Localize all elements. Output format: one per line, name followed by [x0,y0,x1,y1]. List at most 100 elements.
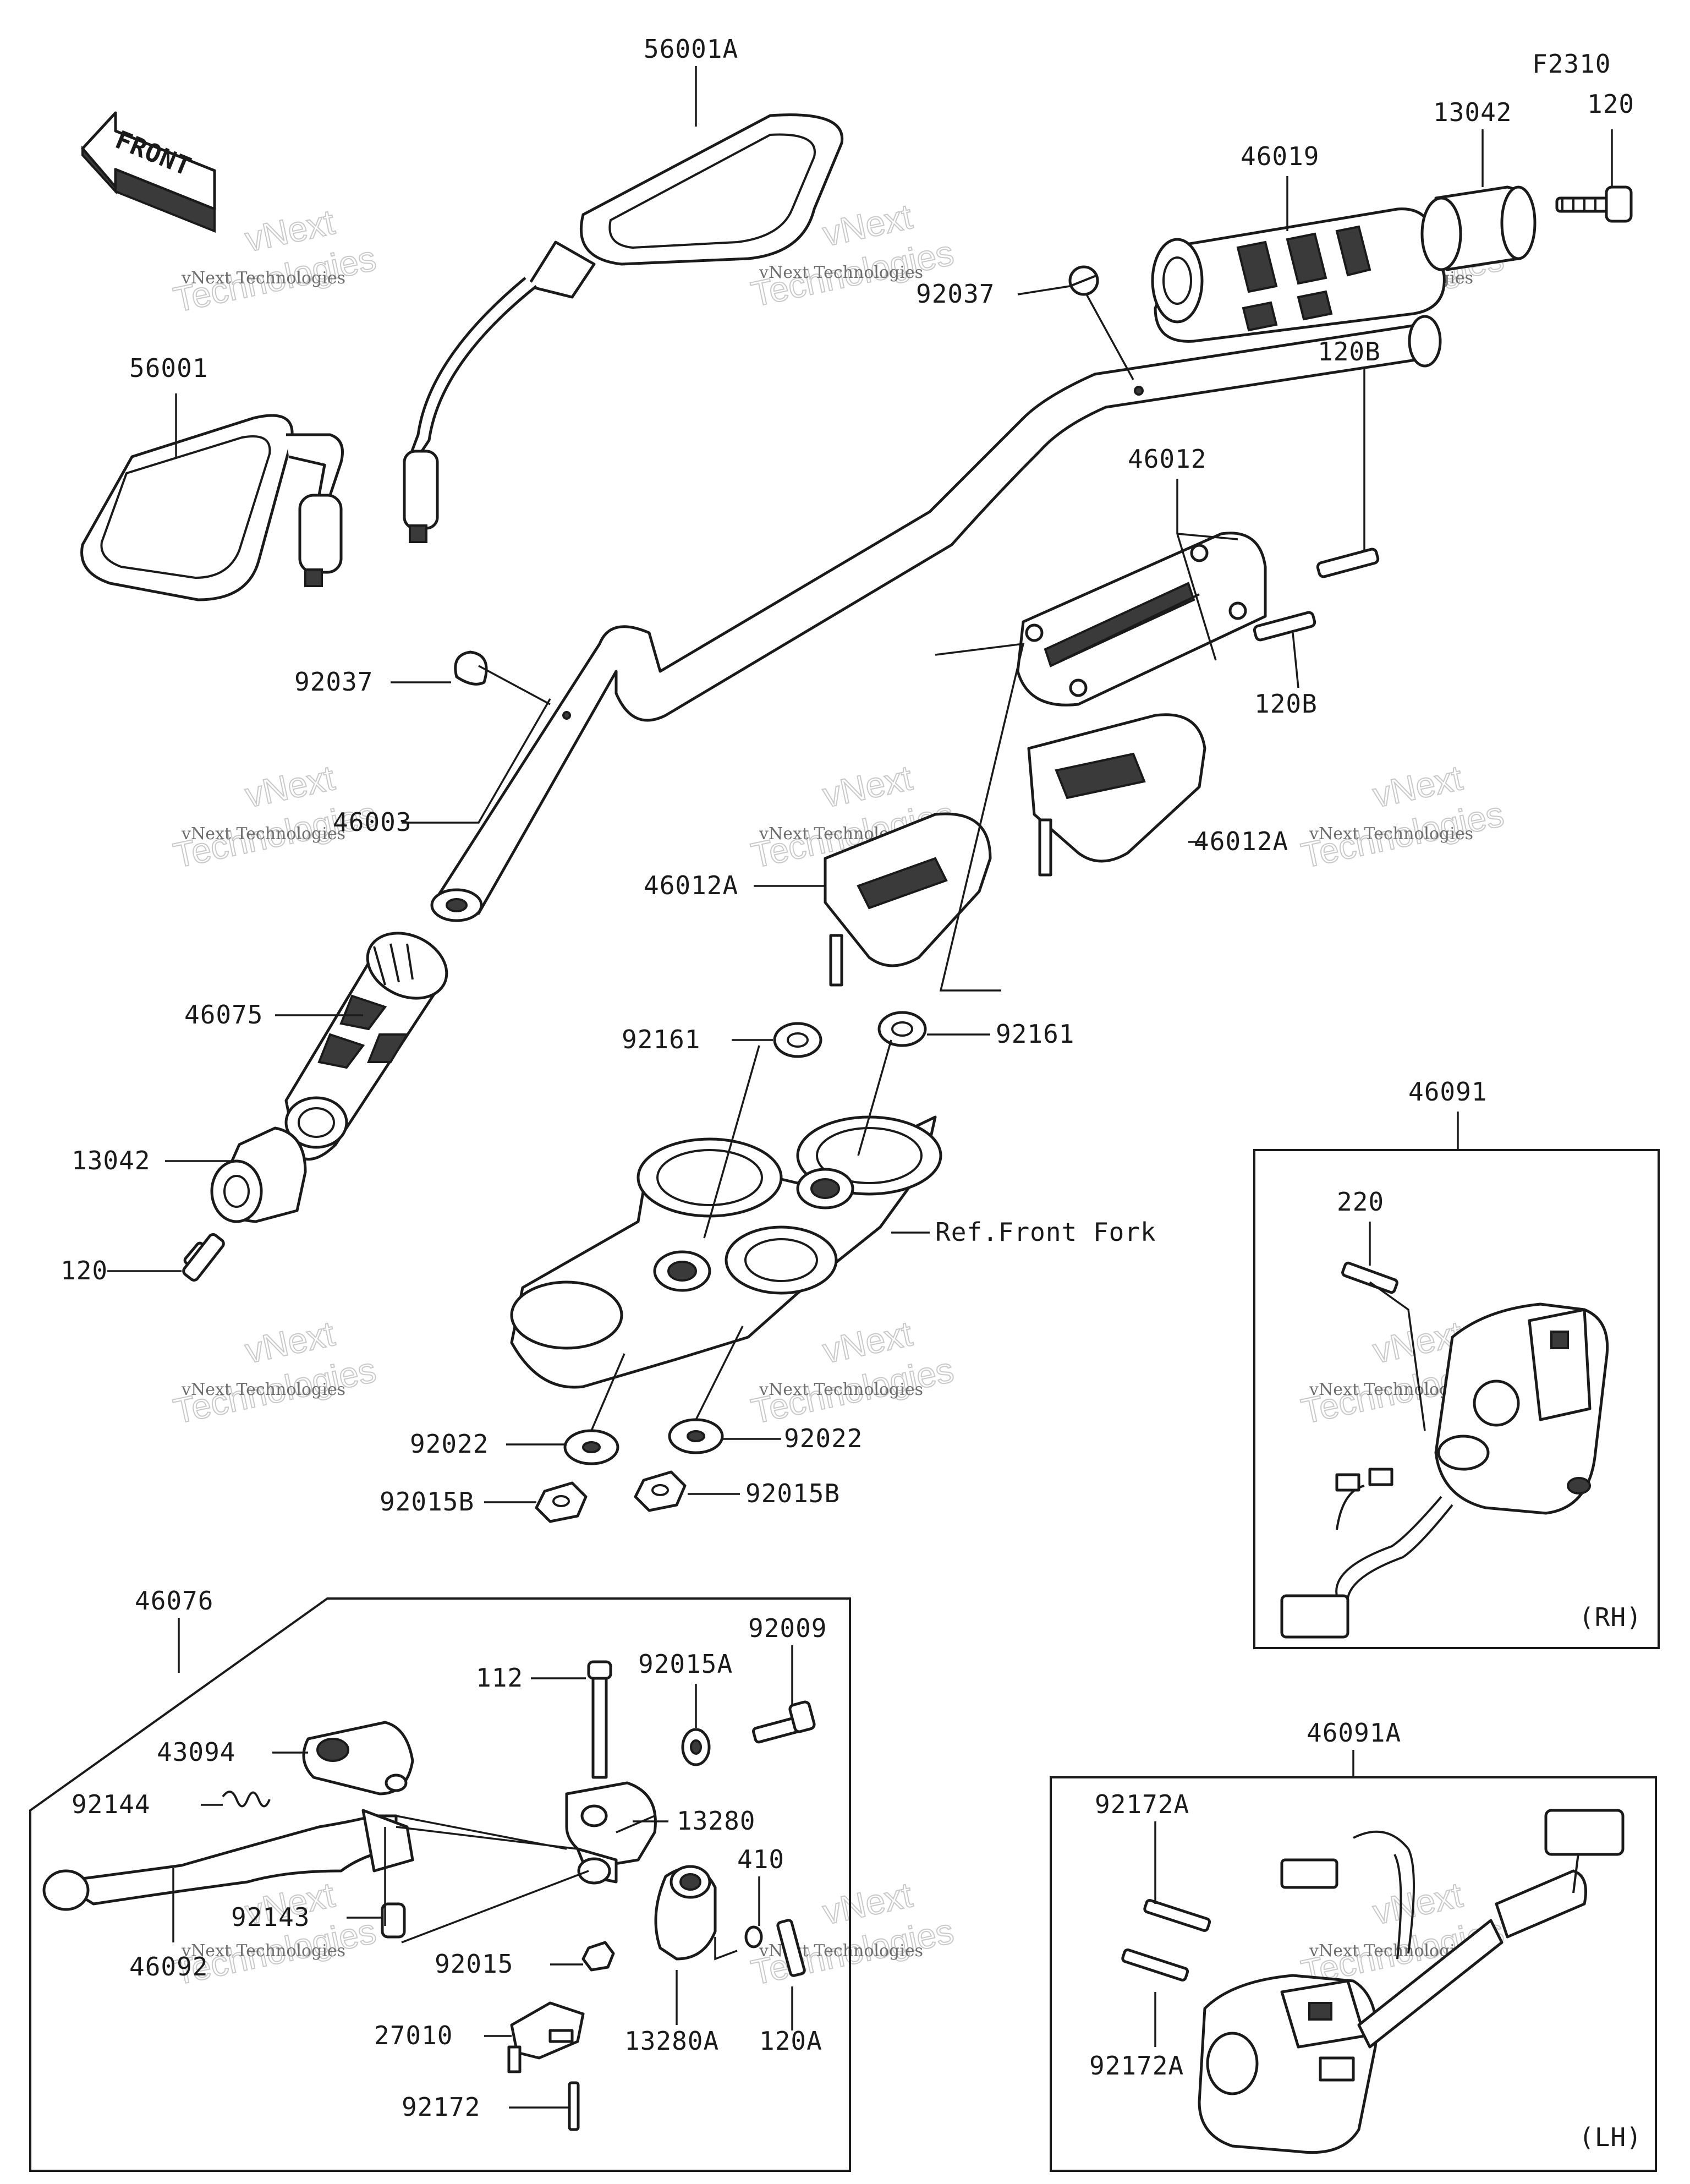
callout-46091A: 46091A [1307,1718,1401,1748]
adjuster-43094[interactable] [302,1721,414,1796]
watermark-caption: vNext Technologies [759,1380,923,1399]
screw-92172[interactable] [568,2081,580,2131]
watermark-caption: vNext Technologies [181,269,345,288]
mirror-left[interactable] [80,414,344,601]
callout-46019: 46019 [1241,141,1319,171]
nut-92015[interactable] [581,1941,615,1972]
mirror-right[interactable] [403,113,844,543]
callout-46092: 46092 [129,1952,208,1982]
front-arrow-icon: FRONT [81,111,216,233]
clip-92037-right[interactable] [1068,265,1099,296]
holder-lower-46012A-left[interactable] [824,812,992,987]
callout-92015: 92015 [435,1949,513,1979]
holder-upper-46012[interactable] [1016,532,1267,707]
washer-92161-left[interactable] [773,1022,822,1058]
watermark-caption: vNext Technologies [1309,824,1473,844]
callout-rh: (RH) [1579,1602,1642,1632]
callout-92143: 92143 [231,1902,310,1932]
callout-13042-right: 13042 [1433,97,1512,127]
part-callouts: F2310 56001A 120 13042 46019 92037 56001… [61,34,1642,2152]
holder-lower-46012A-right[interactable] [1027,713,1206,877]
callout-120-right: 120 [1587,89,1634,119]
callout-13042-left: 13042 [72,1146,150,1175]
callout-46012A-left: 46012A [644,871,738,900]
callout-56001A: 56001A [644,34,738,64]
washer-410[interactable] [744,1925,763,1948]
callout-46012: 46012 [1128,444,1206,474]
callout-43094: 43094 [157,1737,235,1767]
callout-92037-right: 92037 [916,279,995,309]
watermark-caption: vNext Technologies [181,1941,345,1961]
collar-92143[interactable] [381,1902,406,1939]
callout-46012A-right: 46012A [1194,826,1288,856]
callout-410: 410 [737,1844,784,1874]
leader-lines [107,66,1613,2109]
bolt-120A[interactable] [776,1919,806,1977]
rh-switch-box [1253,1149,1660,1649]
callout-112: 112 [476,1663,523,1693]
callout-46003: 46003 [333,807,411,837]
switch-27010[interactable] [507,2001,585,2073]
washer-92022-left[interactable] [563,1429,619,1465]
callout-120B-bottom: 120B [1254,689,1318,719]
callout-92015B-left: 92015B [380,1487,474,1517]
callout-92015A: 92015A [638,1649,733,1679]
callout-27010: 27010 [374,2021,453,2050]
callout-92161-left: 92161 [622,1025,700,1054]
bolt-112[interactable] [587,1660,612,1779]
bracket-13280[interactable] [565,1781,657,1885]
callout-56001: 56001 [129,353,208,383]
switch-assembly-right[interactable] [1280,1261,1609,1639]
figure-code: F2310 [1532,49,1611,79]
nut-92015B-right[interactable] [634,1470,687,1512]
callout-120-left: 120 [61,1256,108,1285]
callout-120B-top: 120B [1318,337,1381,366]
callout-ref-front-fork: Ref.Front Fork [935,1217,1156,1247]
callout-92144: 92144 [72,1789,150,1819]
bar-end-weight-right[interactable] [1420,185,1537,271]
upper-triple-clamp[interactable] [510,1115,942,1389]
bolt-120-right[interactable] [1555,185,1633,223]
watermark-caption: vNext Technologies [181,824,345,844]
callout-92172A-bottom: 92172A [1089,2051,1184,2081]
bolts-120B[interactable] [1253,548,1380,642]
clip-92037-left[interactable] [454,650,488,686]
callout-92009: 92009 [748,1613,827,1643]
watermark-caption: vNext Technologies [181,1380,345,1399]
callout-92022-right: 92022 [784,1424,863,1453]
callout-lh: (LH) [1579,2122,1642,2152]
callout-92172: 92172 [402,2092,480,2122]
callout-120A: 120A [759,2026,822,2056]
callout-220: 220 [1337,1187,1384,1217]
lever-46092[interactable] [42,1809,414,1911]
grip-right[interactable] [1151,207,1446,343]
callout-92015B-right: 92015B [745,1479,840,1508]
clamp-13280A[interactable] [654,1865,717,1961]
callout-92022-left: 92022 [410,1429,489,1459]
spring-92144[interactable] [222,1791,271,1808]
washer-92161-right[interactable] [877,1011,927,1047]
watermark-caption: vNext Technologies [759,263,923,282]
nut-92015B-left[interactable] [535,1481,588,1523]
callout-13280: 13280 [677,1806,755,1836]
callout-46076: 46076 [135,1586,213,1616]
bar-end-weight-left[interactable] [210,1126,307,1223]
switch-assembly-left[interactable] [1121,1809,1625,2154]
bolt-120-left[interactable] [182,1233,225,1282]
washer-92022-right[interactable] [668,1418,724,1454]
callout-92037-left: 92037 [294,667,373,697]
callout-92172A-top: 92172A [1095,1789,1189,1819]
callout-46075: 46075 [184,1000,263,1030]
callout-13280A: 13280A [624,2026,719,2056]
handlebar[interactable] [430,315,1442,922]
washer-92015A[interactable] [681,1728,711,1766]
screw-92009[interactable] [752,1700,816,1744]
lever-assembly-box [29,1597,851,2172]
callout-46091: 46091 [1408,1077,1487,1107]
grip-left[interactable] [284,921,457,1161]
callout-92161-right: 92161 [996,1019,1074,1049]
